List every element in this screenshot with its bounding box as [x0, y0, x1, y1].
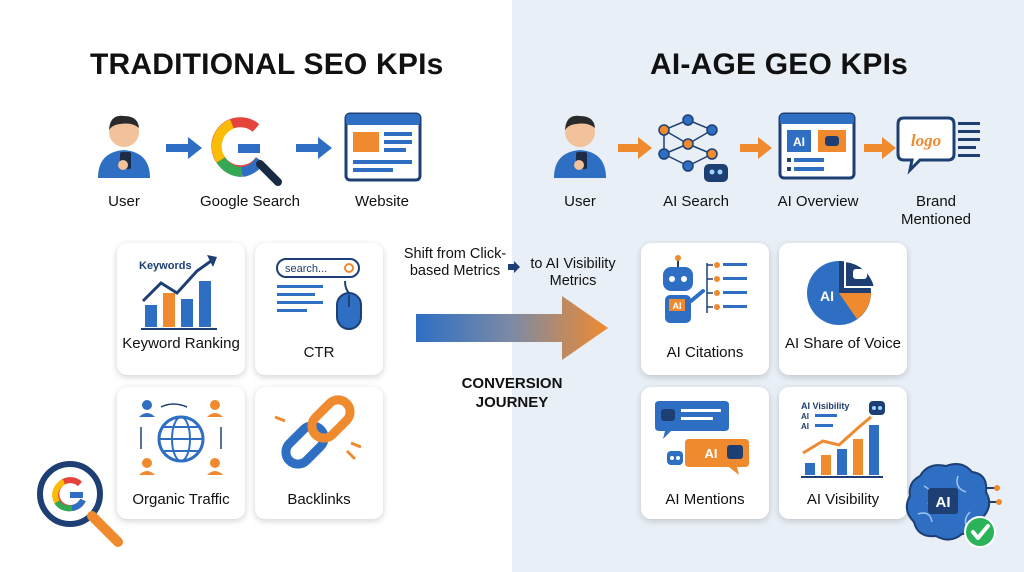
- card-label: CTR: [303, 344, 335, 361]
- brand-logo-bubble-icon: logo: [896, 116, 980, 175]
- keyword-chart-icon: Keywords: [139, 255, 217, 330]
- kpi-card-ctr: search... CTR: [255, 243, 383, 375]
- shift-to-text: to AI Visibility Metrics: [530, 256, 616, 289]
- arrow-icon: [296, 137, 332, 159]
- kpi-card-ai-mentions: AI AI Mentions: [641, 387, 769, 519]
- user-icon: [554, 115, 606, 178]
- arrow-icon: [618, 137, 652, 159]
- chain-link-icon: [274, 395, 362, 469]
- kpi-card-ai-visibility: AI Visibility AI AI AI Visibility: [779, 387, 907, 519]
- shift-arrow-icon: [416, 296, 608, 360]
- flow-label-ai-user: User: [564, 193, 596, 210]
- svg-text:AI: AI: [705, 446, 718, 461]
- svg-text:AI: AI: [801, 422, 809, 431]
- card-label: Backlinks: [287, 491, 351, 508]
- card-label: AI Visibility: [806, 491, 880, 508]
- pie-chart-icon: AI: [807, 259, 877, 325]
- flow-label-ai-search: AI Search: [663, 193, 729, 210]
- card-label: Organic Traffic: [132, 491, 230, 508]
- google-magnifier-badge-icon: [37, 461, 123, 547]
- card-label: AI Citations: [666, 344, 744, 361]
- svg-text:logo: logo: [911, 131, 941, 150]
- neural-network-icon: [658, 114, 718, 172]
- svg-text:AI: AI: [793, 135, 805, 149]
- card-label: Keyword Ranking: [122, 335, 240, 352]
- google-magnifier-icon: [211, 117, 282, 186]
- left-title: TRADITIONAL SEO KPIs: [90, 48, 444, 81]
- visibility-chart-icon: AI Visibility AI AI: [801, 401, 885, 478]
- globe-network-icon: [139, 400, 223, 475]
- left-flow-icons: [98, 112, 422, 186]
- svg-text:AI: AI: [801, 412, 809, 421]
- ai-overview-window-icon: AI: [778, 112, 856, 180]
- website-icon: [344, 112, 422, 182]
- card-label: AI Mentions: [665, 491, 745, 508]
- right-title: AI-AGE GEO KPIs: [650, 48, 909, 81]
- right-flow-icons: AI logo: [554, 112, 980, 182]
- kpi-card-ai-share-of-voice: AI AI Share of Voice: [779, 243, 907, 375]
- svg-text:AI: AI: [936, 494, 951, 511]
- flow-label-ai-overview: AI Overview: [777, 193, 859, 210]
- svg-text:search...: search...: [285, 263, 327, 275]
- svg-text:AI: AI: [673, 301, 682, 311]
- flow-label-user: User: [108, 193, 140, 210]
- kpi-card-organic-traffic: Organic Traffic: [117, 387, 245, 519]
- shift-from-text: Shift from Click-based Metrics: [403, 246, 507, 279]
- card-label: AI Share of Voice: [785, 335, 901, 352]
- arrow-icon: [740, 137, 772, 159]
- conversion-journey-text: CONVERSION JOURNEY: [461, 375, 563, 411]
- robot-icon: [704, 164, 728, 182]
- robot-citations-icon: AI: [663, 255, 747, 323]
- svg-text:AI: AI: [820, 288, 834, 304]
- arrow-icon: [166, 137, 202, 159]
- svg-text:Keywords: Keywords: [139, 260, 192, 272]
- kpi-card-keyword-ranking: Keywords Keyword Ranking: [117, 243, 245, 375]
- user-icon: [98, 115, 150, 178]
- flow-label-brand-mentioned: Brand Mentioned: [900, 193, 972, 228]
- small-arrow-icon: [508, 261, 520, 273]
- svg-text:AI Visibility: AI Visibility: [801, 401, 849, 411]
- flow-label-google-search: Google Search: [199, 193, 301, 210]
- ai-brain-badge-icon: AI: [905, 463, 1002, 548]
- kpi-card-backlinks: Backlinks: [255, 387, 383, 519]
- kpi-card-ai-citations: AI AI Citations: [641, 243, 769, 375]
- flow-label-website: Website: [355, 193, 409, 210]
- arrow-icon: [864, 137, 896, 159]
- search-click-icon: search...: [276, 258, 362, 330]
- chat-bubbles-icon: AI: [655, 401, 749, 475]
